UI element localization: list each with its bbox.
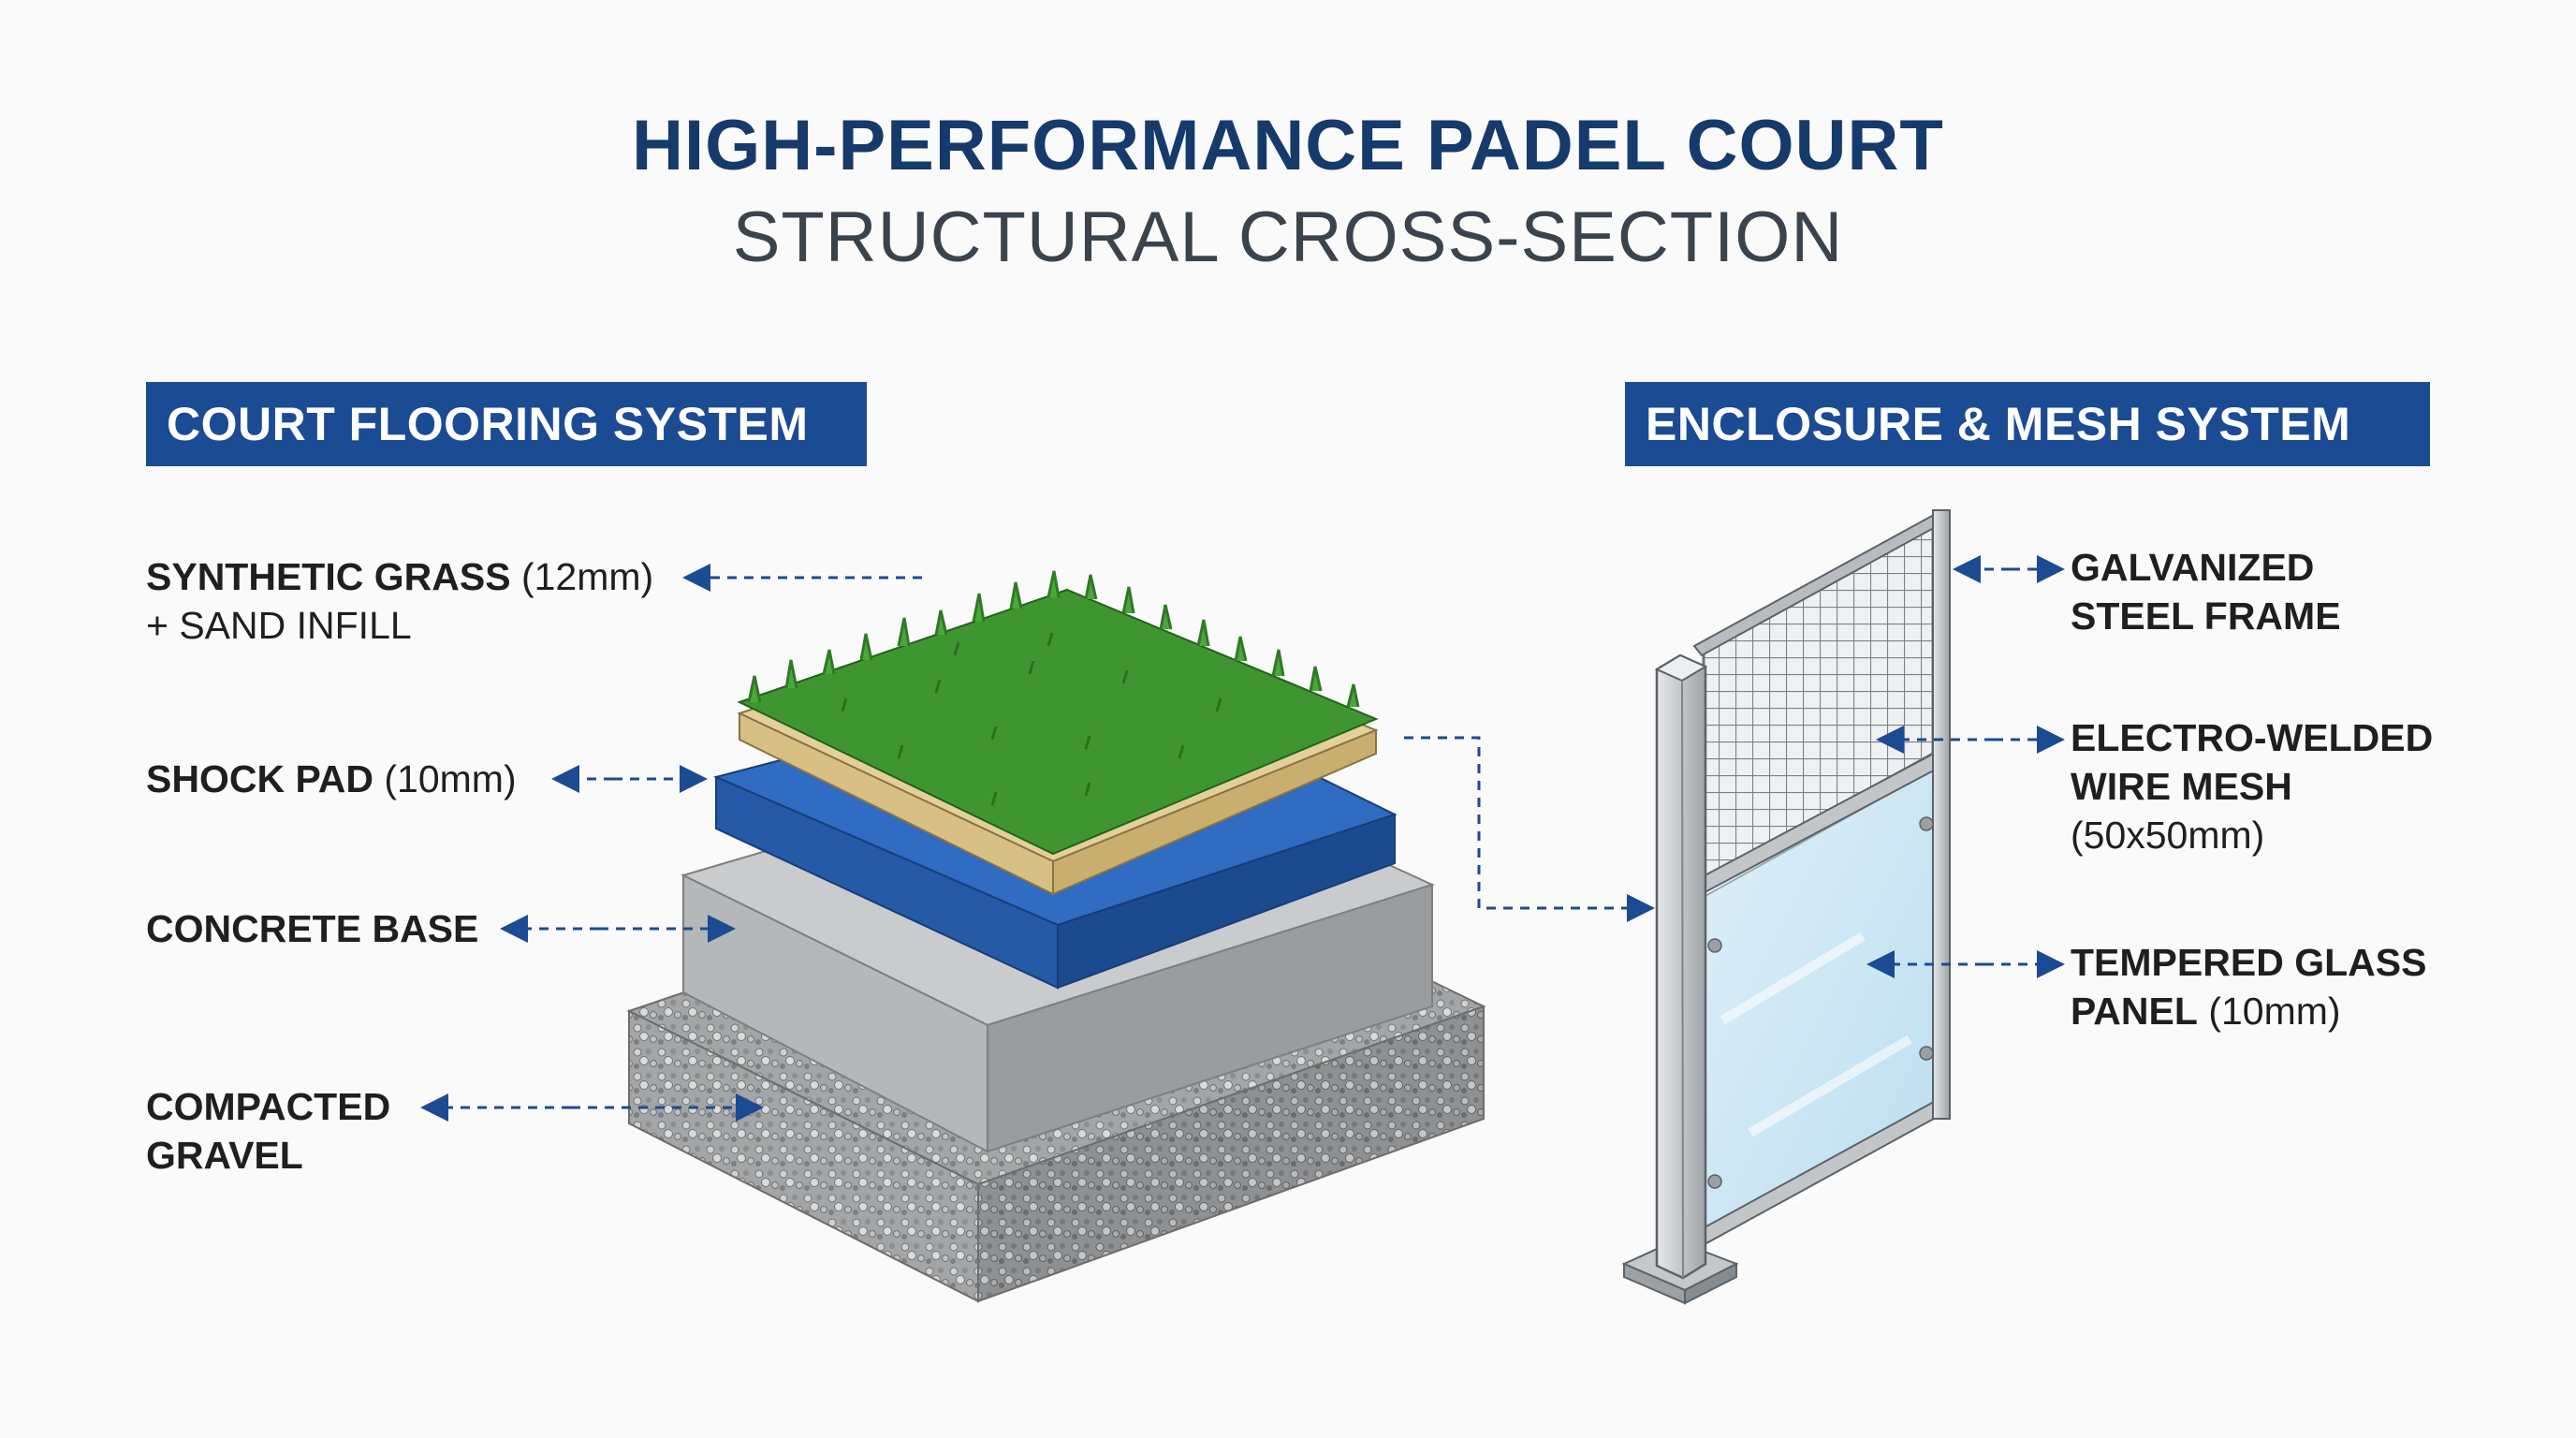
- synthetic-grass-layer: [737, 570, 1379, 856]
- label-glass-line1: TEMPERED GLASS: [2071, 941, 2427, 984]
- leader-stack-to-panel: [1404, 736, 1655, 922]
- label-mesh-line3: (50x50mm): [2071, 814, 2265, 857]
- label-shock-pad: SHOCK PAD (10mm): [146, 755, 517, 803]
- label-mesh-line2: WIRE MESH: [2071, 765, 2292, 808]
- label-tempered-glass: TEMPERED GLASS PANEL (10mm): [2071, 938, 2426, 1035]
- label-grass-name: SYNTHETIC GRASS: [146, 555, 511, 598]
- label-grass-spec: (12mm): [510, 555, 654, 598]
- label-compacted-gravel: COMPACTED GRAVEL: [146, 1082, 390, 1180]
- label-grass-line2: + SAND INFILL: [146, 604, 412, 647]
- diagram-subtitle: STRUCTURAL CROSS-SECTION: [732, 198, 1844, 277]
- enclosure-panel: [1621, 508, 1951, 1305]
- label-synthetic-grass: SYNTHETIC GRASS (12mm) + SAND INFILL: [146, 552, 653, 650]
- section-header-enclosure: ENCLOSURE & MESH SYSTEM: [1625, 382, 2430, 466]
- label-concrete-name: CONCRETE BASE: [146, 907, 479, 950]
- diagram-title: HIGH-PERFORMANCE PADEL COURT: [632, 106, 1944, 185]
- label-shock-pad-name: SHOCK PAD: [146, 757, 373, 800]
- label-mesh-line1: ELECTRO-WELDED: [2071, 716, 2434, 759]
- label-gravel-line1: COMPACTED: [146, 1085, 391, 1128]
- label-wire-mesh: ELECTRO-WELDED WIRE MESH (50x50mm): [2071, 713, 2433, 859]
- label-steel-frame: GALVANIZED STEEL FRAME: [2071, 543, 2341, 640]
- label-frame-line2: STEEL FRAME: [2071, 594, 2341, 638]
- label-gravel-line2: GRAVEL: [146, 1134, 303, 1177]
- label-frame-line1: GALVANIZED: [2071, 546, 2315, 589]
- label-concrete-base: CONCRETE BASE: [146, 904, 478, 953]
- label-shock-pad-spec: (10mm): [373, 757, 517, 800]
- label-glass-spec: (10mm): [2197, 990, 2341, 1033]
- label-glass-line2: PANEL: [2071, 990, 2198, 1033]
- section-header-flooring: COURT FLOORING SYSTEM: [146, 382, 867, 466]
